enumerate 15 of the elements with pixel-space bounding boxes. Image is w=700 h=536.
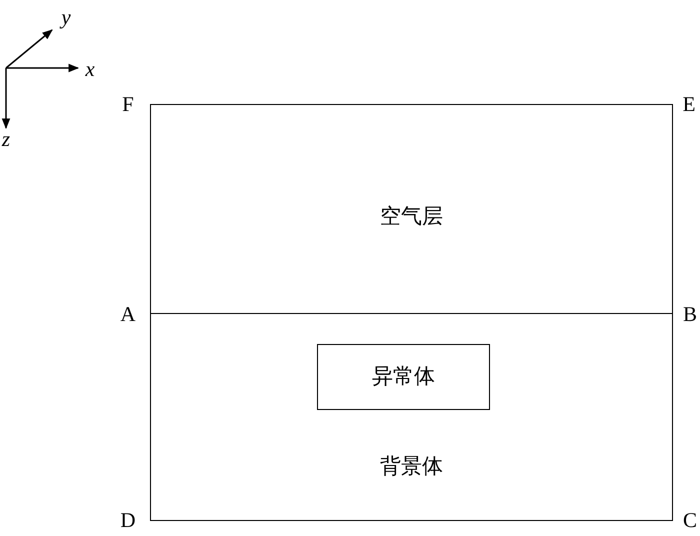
region-label: 空气层	[380, 203, 443, 229]
air-layer-region	[150, 104, 673, 315]
anomaly-box	[317, 344, 490, 410]
corner-label: F	[122, 93, 134, 115]
region-label: 背景体	[380, 453, 443, 479]
corner-label: C	[683, 509, 697, 531]
region-label: 异常体	[372, 363, 435, 389]
axis-label: x	[85, 58, 95, 80]
axis-label: y	[61, 6, 71, 28]
corner-label: A	[120, 303, 136, 325]
corner-label: D	[120, 509, 136, 531]
background-region	[150, 313, 673, 521]
axis-label: z	[2, 128, 10, 150]
corner-label: B	[683, 303, 697, 325]
corner-label: E	[682, 93, 696, 115]
